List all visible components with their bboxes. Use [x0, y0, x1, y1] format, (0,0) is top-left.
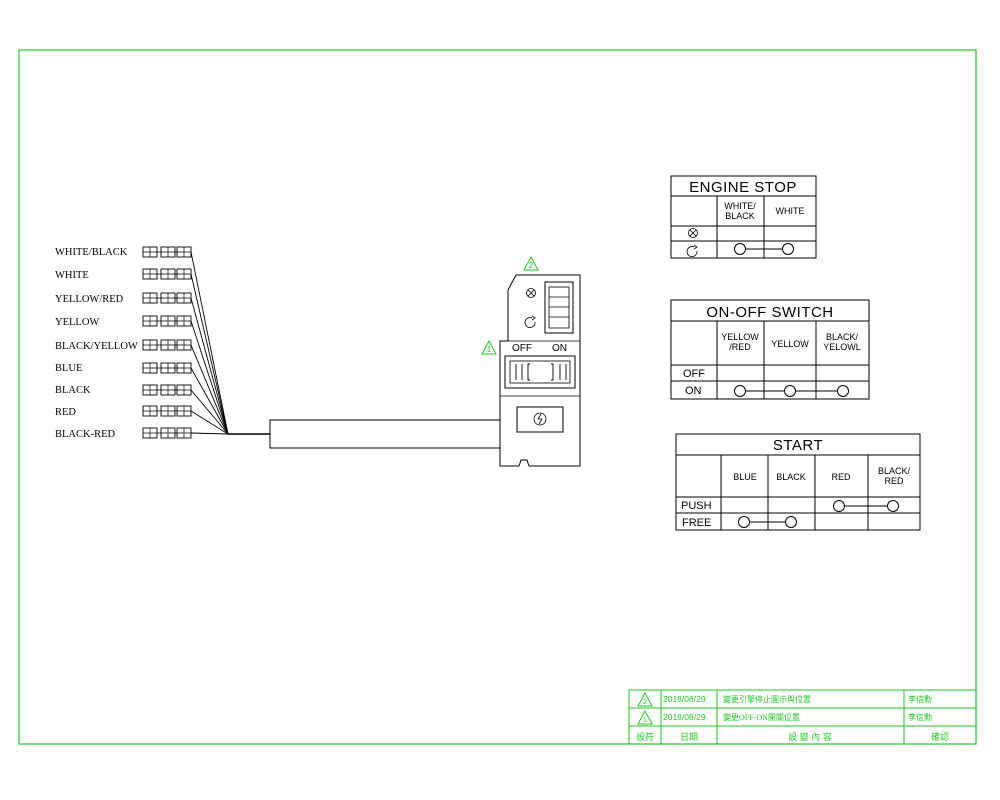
table-column-header: YELLOW/RED: [721, 332, 759, 352]
wire-label: WHITE/BLACK: [55, 247, 128, 258]
table-row-label: PUSH: [681, 500, 712, 512]
wire-label: BLACK/YELLOW: [55, 341, 138, 352]
revision-person: 李信勳: [908, 712, 932, 722]
svg-text:2: 2: [529, 261, 534, 270]
wire-label: WHITE: [55, 270, 89, 281]
starter-icon: [533, 412, 547, 426]
continuity-link: [734, 243, 794, 255]
continuity-link: [734, 385, 849, 397]
bullet-connector: [142, 405, 192, 417]
revision-header-date: 日期: [680, 732, 698, 742]
bullet-connector: [142, 427, 192, 439]
revision-triangle-icon: 1: [481, 339, 497, 355]
table-column-header: BLACK/YELOWL: [823, 332, 861, 352]
revision-person: 李信勳: [908, 694, 932, 704]
switch-housing: OFF ON 2 1: [481, 255, 581, 467]
wire: [190, 297, 229, 435]
revision-header-design: 設符: [636, 731, 654, 742]
on-off-switch-table: ON-OFF SWITCH YELLOW/RED YELLOW BLACK/YE…: [670, 299, 870, 400]
bullet-connector: [142, 292, 192, 304]
wire: [190, 320, 229, 435]
revision-row: 1 2018/08/29 變更OFF-ON開關位置 李信勳: [637, 709, 932, 725]
svg-text:1: 1: [487, 345, 492, 354]
revision-content: 變更引擎停止圖示與位置: [723, 694, 811, 704]
continuity-link: [738, 516, 797, 528]
wire: [190, 344, 229, 435]
table-column-header: WHITE/BLACK: [724, 201, 756, 221]
wire: [190, 389, 229, 435]
connector-group: [142, 246, 192, 439]
bullet-connector: [142, 268, 192, 280]
bullet-connector: [142, 362, 192, 374]
switch-on-label: ON: [552, 343, 567, 354]
on-off-slide-switch[interactable]: [504, 355, 576, 389]
wire: [190, 273, 229, 435]
start-table: START BLUE BLACK RED BLACK/RED PUSH FREE: [675, 433, 921, 531]
table-column-header: YELLOW: [771, 339, 809, 349]
wire: [190, 432, 229, 435]
table-column-header: RED: [831, 472, 851, 482]
table-row-label: OFF: [683, 368, 705, 380]
cable-sheath: [269, 419, 502, 449]
bullet-connector: [142, 315, 192, 327]
wire-label: BLUE: [55, 363, 82, 374]
start-button[interactable]: [516, 406, 564, 433]
engine-stop-rocker[interactable]: [544, 281, 574, 334]
wire-label: BLACK: [55, 385, 91, 396]
engine-stop-icon: [688, 228, 698, 238]
wire: [190, 251, 229, 435]
revision-header: 設符 日期 設 變 內 容 確認: [636, 731, 949, 742]
bullet-connector: [142, 384, 192, 396]
bullet-connector: [142, 339, 192, 351]
revision-date: 2018/08/29: [663, 712, 706, 722]
table-column-header: BLACK: [776, 472, 806, 482]
engine-stop-title: ENGINE STOP: [689, 179, 797, 196]
switch-off-label: OFF: [512, 343, 532, 354]
revision-header-content: 設 變 內 容: [788, 731, 832, 742]
table-row-label: ON: [685, 385, 702, 397]
table-column-header: BLACK/RED: [878, 466, 911, 486]
wire-label: BLACK-RED: [55, 429, 116, 440]
revision-header-confirm: 確認: [931, 731, 949, 742]
engine-run-icon: [524, 315, 536, 328]
revision-triangle-icon: 2: [523, 255, 539, 271]
wire-label: YELLOW: [55, 317, 99, 328]
engine-stop-table: ENGINE STOP WHITE/BLACK WHITE: [670, 175, 817, 259]
engine-stop-icon: [526, 288, 536, 298]
revision-content: 變更OFF-ON開關位置: [723, 712, 800, 722]
revision-block: [628, 689, 977, 745]
drawing-frame: [18, 49, 977, 745]
start-title: START: [773, 437, 823, 454]
wire: [190, 410, 229, 435]
revision-date: 2018/08/29: [663, 694, 706, 704]
wire-bundle: [190, 251, 229, 435]
wire: [190, 367, 229, 435]
revision-mark: 2: [643, 699, 647, 706]
wire-label-list: WHITE/BLACK WHITE YELLOW/RED YELLOW BLAC…: [55, 247, 138, 440]
on-off-switch-title: ON-OFF SWITCH: [706, 304, 833, 321]
continuity-link: [833, 500, 899, 512]
wire-label: YELLOW/RED: [55, 294, 124, 305]
table-column-header: BLUE: [733, 472, 757, 482]
table-row-label: FREE: [682, 517, 711, 529]
revision-row: 2 2018/08/29 變更引擎停止圖示與位置 李信勳: [637, 691, 932, 707]
revision-mark: 1: [643, 717, 647, 724]
engine-run-icon: [686, 244, 698, 257]
wire-label: RED: [55, 407, 76, 418]
table-column-header: WHITE: [776, 206, 805, 216]
bullet-connector: [142, 246, 192, 258]
